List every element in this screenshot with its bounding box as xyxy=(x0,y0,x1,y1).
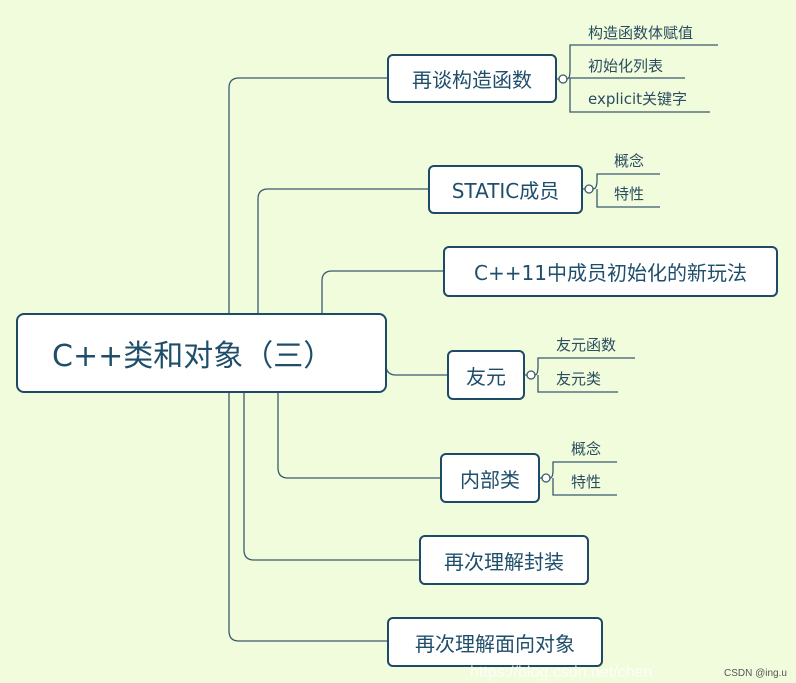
leaf-node[interactable]: explicit关键字 xyxy=(588,90,687,108)
collapse-toggle-icon xyxy=(526,370,536,380)
branch-node[interactable]: 友元 xyxy=(447,350,525,400)
leaf-node[interactable]: 初始化列表 xyxy=(588,57,664,75)
leaf-node[interactable]: 概念 xyxy=(571,440,602,458)
root-node[interactable]: C++类和对象（三） xyxy=(16,313,387,393)
leaf-node[interactable]: 友元函数 xyxy=(556,336,617,354)
leaf-node[interactable]: 特性 xyxy=(571,473,602,491)
leaf-node[interactable]: 特性 xyxy=(614,185,645,203)
connector-line xyxy=(257,188,428,313)
branch-node[interactable]: 内部类 xyxy=(440,453,540,503)
connector-line xyxy=(228,392,387,642)
collapse-toggle-icon xyxy=(584,184,594,194)
connector-line xyxy=(556,44,718,113)
branch-node[interactable]: 再次理解面向对象 xyxy=(387,617,603,667)
leaf-node[interactable]: 概念 xyxy=(614,152,645,170)
watermark: https://blog.csdn.net/chen xyxy=(470,664,653,681)
collapse-toggle-icon xyxy=(541,473,551,483)
branch-node[interactable]: 再次理解封装 xyxy=(419,535,589,585)
collapse-toggle-icon xyxy=(558,74,568,84)
connector-line xyxy=(243,392,419,561)
connector-line xyxy=(277,392,440,479)
credit-label: CSDN @ing.u xyxy=(724,668,787,679)
leaf-node[interactable]: 构造函数体赋值 xyxy=(588,24,694,42)
connector-line xyxy=(321,270,443,313)
branch-node[interactable]: 再谈构造函数 xyxy=(387,54,557,103)
connector-line xyxy=(385,364,447,376)
branch-node[interactable]: C++11中成员初始化的新玩法 xyxy=(443,246,778,297)
leaf-node[interactable]: 友元类 xyxy=(556,370,602,388)
connector-line xyxy=(228,77,387,313)
branch-node[interactable]: STATIC成员 xyxy=(428,165,583,214)
